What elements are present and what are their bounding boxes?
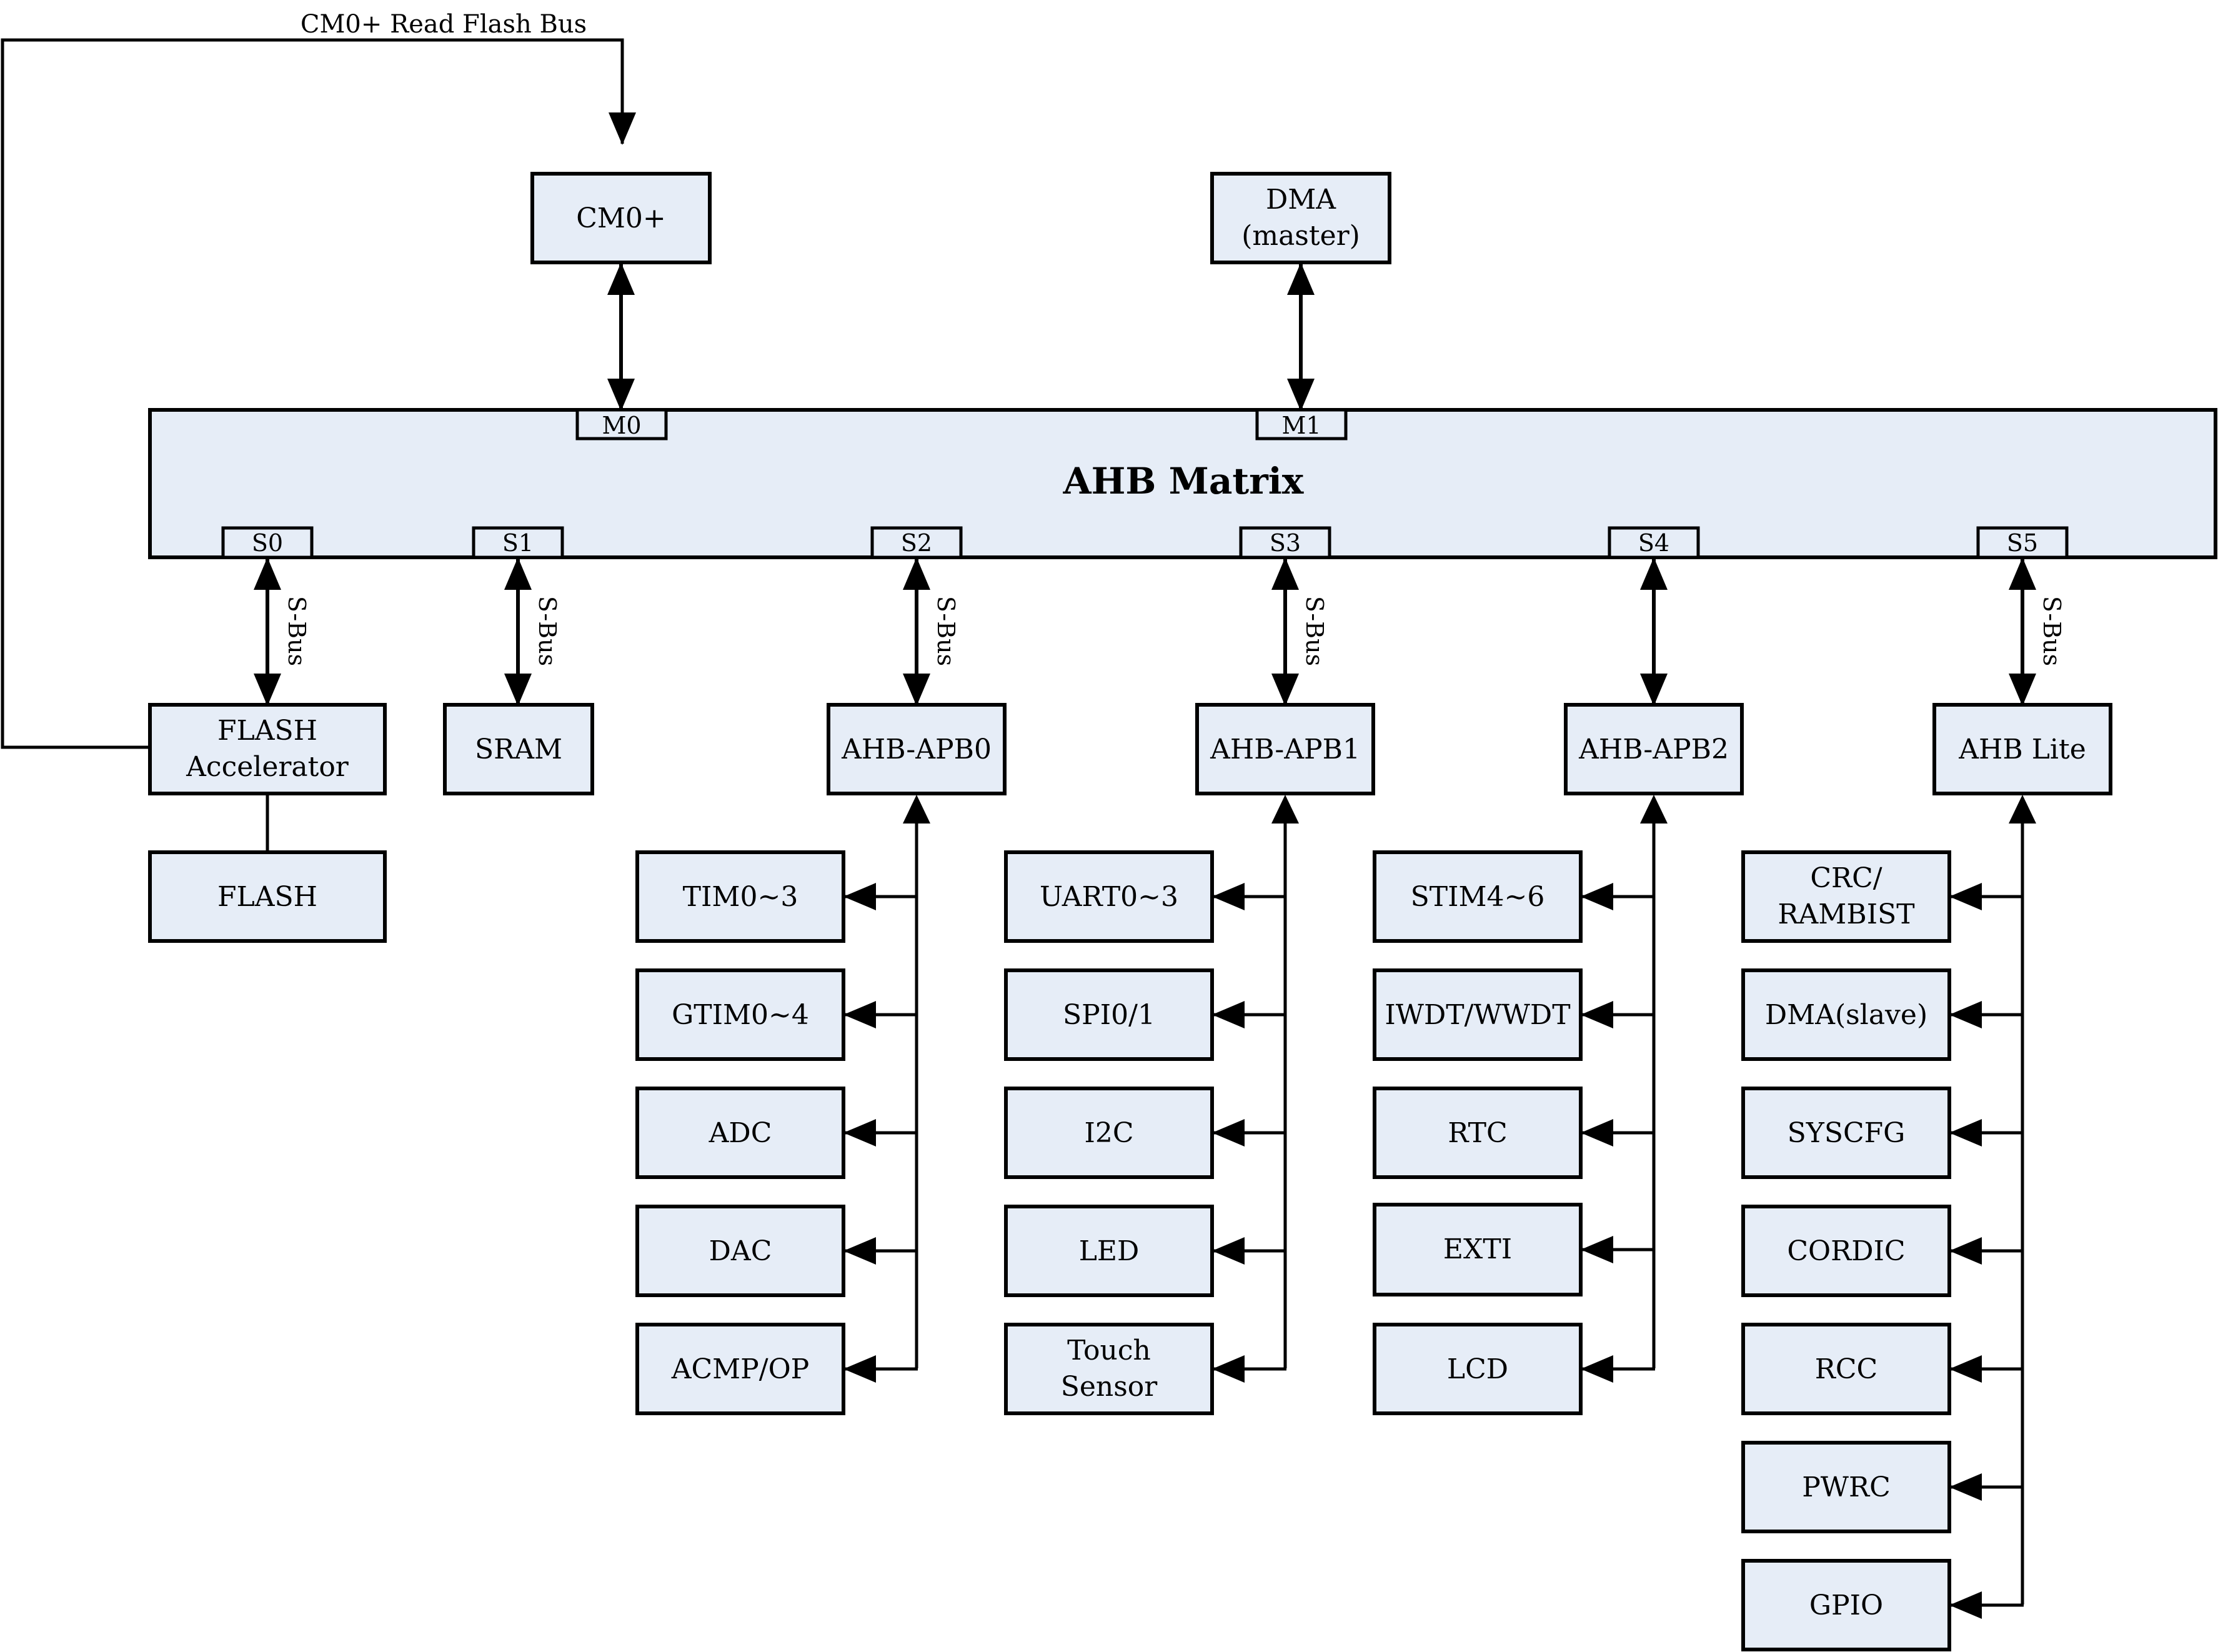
peripheral-stim4-6: STIM4~6 bbox=[1373, 850, 1654, 943]
peripheral-cordic-label: CORDIC bbox=[1787, 1235, 1905, 1267]
slave-flash-accelerator: FLASH Accelerator bbox=[148, 703, 387, 795]
ahb-apb1-label: AHB-APB1 bbox=[1210, 734, 1360, 765]
peripheral-uart0-3-label: UART0~3 bbox=[1040, 881, 1178, 913]
port-s4: S4 bbox=[1608, 526, 1700, 559]
flash-read-bus-line bbox=[1, 38, 636, 749]
port-s5-label: S5 bbox=[2007, 529, 2038, 557]
port-m1-label: M1 bbox=[1281, 412, 1321, 439]
port-s5: S5 bbox=[1976, 526, 2069, 559]
peripheral-rtc: RTC bbox=[1373, 1087, 1654, 1179]
sram-label: SRAM bbox=[475, 734, 562, 765]
ahb-apb2-label: AHB-APB2 bbox=[1578, 734, 1729, 765]
port-s3-label: S3 bbox=[1270, 529, 1301, 557]
port-s0: S0 bbox=[221, 526, 314, 559]
flash-read-bus-label: CM0+ Read Flash Bus bbox=[301, 10, 587, 39]
port-s3: S3 bbox=[1239, 526, 1331, 559]
flash-accelerator-label-line1: FLASH bbox=[217, 715, 317, 747]
peripheral-adc-label: ADC bbox=[709, 1117, 772, 1149]
flash-accelerator-label-line2: Accelerator bbox=[186, 751, 349, 783]
ahb-matrix: AHB Matrix M0 M1 S0 S1 S2 S3 S4 bbox=[148, 408, 2217, 559]
peripheral-i2c-label: I2C bbox=[1084, 1117, 1133, 1149]
peripheral-adc: ADC bbox=[635, 1087, 917, 1179]
peripheral-lcd-label: LCD bbox=[1447, 1353, 1508, 1385]
s2-bus-label: S-Bus bbox=[932, 596, 960, 666]
peripheral-rcc: RCC bbox=[1741, 1323, 2022, 1415]
peripheral-iwdt-wwdt: IWDT/WWDT bbox=[1373, 968, 1654, 1061]
peripheral-spi0-1: SPI0/1 bbox=[1004, 968, 1285, 1061]
peripheral-iwdt-wwdt-label: IWDT/WWDT bbox=[1385, 999, 1570, 1031]
peripheral-dma-slave-label: DMA(slave) bbox=[1765, 999, 1927, 1031]
peripheral-uart0-3: UART0~3 bbox=[1004, 850, 1285, 943]
ahb-lite-bus-arrowhead bbox=[2009, 795, 2036, 824]
peripheral-lcd: LCD bbox=[1373, 1323, 1655, 1415]
peripheral-acmp-op: ACMP/OP bbox=[635, 1323, 918, 1415]
port-s2: S2 bbox=[870, 526, 963, 559]
peripheral-gpio-label: GPIO bbox=[1809, 1590, 1883, 1621]
port-s1: S1 bbox=[472, 526, 564, 559]
master-cpu-label: CM0+ bbox=[576, 202, 666, 234]
port-s0-label: S0 bbox=[252, 529, 283, 557]
peripheral-exti-label: EXTI bbox=[1443, 1233, 1512, 1265]
peripheral-tim0-3-label: TIM0~3 bbox=[683, 881, 798, 913]
port-m0-label: M0 bbox=[602, 412, 641, 439]
peripheral-gtim0-4-label: GTIM0~4 bbox=[672, 999, 809, 1031]
peripheral-exti: EXTI bbox=[1373, 1203, 1654, 1296]
slave-sram: SRAM bbox=[443, 703, 594, 795]
s0-bus-label: S-Bus bbox=[283, 596, 311, 666]
peripheral-rcc-label: RCC bbox=[1815, 1353, 1877, 1385]
port-s1-label: S1 bbox=[502, 529, 534, 557]
peripheral-crc-rambist: CRC/ RAMBIST bbox=[1741, 850, 2022, 943]
port-s2-label: S2 bbox=[901, 529, 932, 557]
ahb-lite-label: AHB Lite bbox=[1958, 734, 2086, 765]
master-dma: DMA (master) bbox=[1210, 172, 1391, 264]
master-dma-label-line1: DMA bbox=[1266, 184, 1336, 216]
peripheral-stim4-6-label: STIM4~6 bbox=[1411, 881, 1545, 913]
apb1-bus-arrowhead bbox=[1271, 795, 1299, 824]
peripheral-syscfg: SYSCFG bbox=[1741, 1087, 2022, 1179]
apb0-bus-arrowhead bbox=[903, 795, 930, 824]
ahb-matrix-title: AHB Matrix bbox=[1063, 460, 1304, 502]
peripheral-touch-sensor-label-line2: Sensor bbox=[1061, 1371, 1158, 1403]
peripheral-rtc-label: RTC bbox=[1448, 1117, 1507, 1149]
peripheral-dac-label: DAC bbox=[709, 1235, 772, 1267]
peripheral-spi0-1-label: SPI0/1 bbox=[1063, 999, 1155, 1031]
peripheral-dac: DAC bbox=[635, 1205, 917, 1297]
slave-ahb-apb2: AHB-APB2 bbox=[1564, 703, 1744, 795]
peripheral-gtim0-4: GTIM0~4 bbox=[635, 968, 917, 1061]
s5-bus-label: S-Bus bbox=[2038, 596, 2066, 666]
port-s4-label: S4 bbox=[1638, 529, 1669, 557]
master-dma-label-line2: (master) bbox=[1241, 220, 1360, 252]
flash-memory-label: FLASH bbox=[217, 881, 317, 913]
peripheral-pwrc-label: PWRC bbox=[1802, 1471, 1891, 1503]
port-m1: M1 bbox=[1255, 408, 1348, 440]
ahb-apb0-label: AHB-APB0 bbox=[841, 734, 992, 765]
peripheral-tim0-3: TIM0~3 bbox=[635, 850, 917, 943]
peripheral-i2c: I2C bbox=[1004, 1087, 1285, 1179]
flash-memory: FLASH bbox=[148, 850, 387, 943]
slave-ahb-apb1: AHB-APB1 bbox=[1195, 703, 1375, 795]
master-cpu: CM0+ bbox=[530, 172, 712, 264]
peripheral-crc-rambist-label-line1: CRC/ bbox=[1810, 862, 1882, 894]
peripheral-syscfg-label: SYSCFG bbox=[1788, 1117, 1906, 1149]
s1-bus-label: S-Bus bbox=[534, 596, 561, 666]
peripheral-pwrc: PWRC bbox=[1741, 1441, 2022, 1533]
peripheral-touch-sensor: Touch Sensor bbox=[1004, 1323, 1286, 1415]
peripheral-touch-sensor-label-line1: Touch bbox=[1067, 1335, 1151, 1366]
port-m0: M0 bbox=[575, 408, 668, 440]
slave-ahb-apb0: AHB-APB0 bbox=[827, 703, 1007, 795]
s3-bus-label: S-Bus bbox=[1301, 596, 1328, 666]
peripheral-dma-slave: DMA(slave) bbox=[1741, 968, 2022, 1061]
peripheral-led-label: LED bbox=[1079, 1235, 1140, 1267]
peripheral-cordic: CORDIC bbox=[1741, 1205, 2022, 1297]
peripheral-acmp-op-label: ACMP/OP bbox=[671, 1353, 810, 1385]
slave-ahb-lite: AHB Lite bbox=[1932, 703, 2112, 795]
peripheral-led: LED bbox=[1004, 1205, 1285, 1297]
peripheral-gpio: GPIO bbox=[1741, 1559, 2024, 1651]
apb2-bus-arrowhead bbox=[1640, 795, 1668, 824]
peripheral-crc-rambist-label-line2: RAMBIST bbox=[1778, 898, 1914, 930]
